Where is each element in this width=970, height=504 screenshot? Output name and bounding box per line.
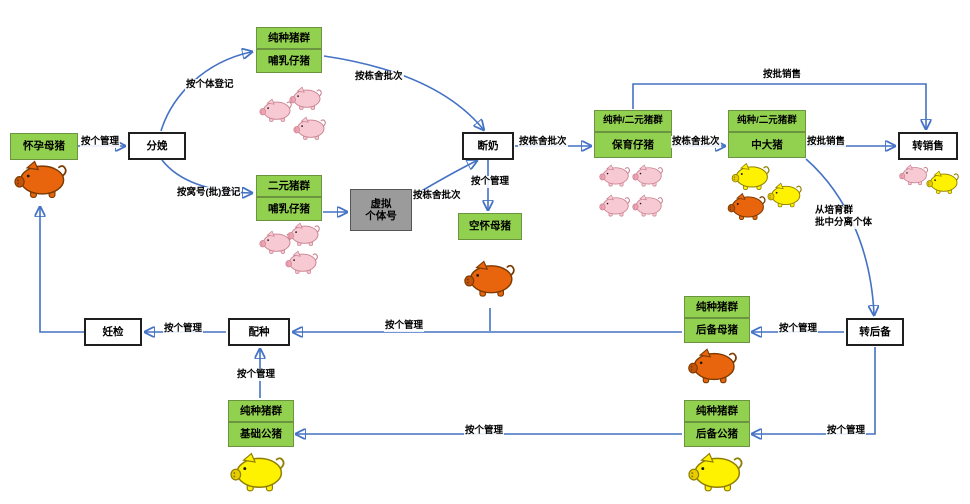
node-mixed-herd-nursery-label: 纯种/二元猪群 bbox=[603, 114, 663, 126]
node-pregnancy-check-label: 妊检 bbox=[102, 325, 124, 338]
edge-label-manage-by-individual: 按个管理 bbox=[778, 323, 819, 335]
flow-arrow bbox=[753, 347, 876, 434]
node-grower-pigs: 中大猪 bbox=[728, 132, 806, 158]
node-base-boars-label: 基础公猪 bbox=[240, 428, 282, 441]
node-to-sale: 转销售 bbox=[898, 132, 958, 160]
edge-label-manage-by-individual: 按个管理 bbox=[80, 136, 121, 148]
edge-label-by-barn-batch: 按栋舍批次 bbox=[412, 190, 462, 202]
node-to-reserve: 转后备 bbox=[846, 318, 904, 346]
piglet-icon bbox=[258, 97, 294, 123]
flow-arrow bbox=[160, 52, 251, 132]
node-mixed-herd-grower: 纯种/二元猪群 bbox=[728, 110, 806, 132]
node-mixed-herd-grower-label: 纯种/二元猪群 bbox=[737, 114, 797, 126]
node-virtual-id: 虚拟 个体号 bbox=[350, 189, 412, 231]
node-purebred-herd-top-label: 纯种猪群 bbox=[268, 31, 310, 44]
sale-pig-icon bbox=[898, 163, 930, 186]
node-pregnant-sow-label: 怀孕母猪 bbox=[23, 140, 65, 153]
edge-label-manage-by-individual: 按个管理 bbox=[163, 323, 204, 335]
piglet-icon bbox=[631, 163, 665, 187]
node-breeding: 配种 bbox=[228, 318, 290, 346]
edge-label-by-barn-batch: 按栋舍批次 bbox=[354, 71, 404, 83]
edge-label-manage-by-individual: 按个管理 bbox=[236, 369, 277, 381]
node-open-sow-label: 空怀母猪 bbox=[469, 220, 511, 233]
node-reserve-boars-label: 后备公猪 bbox=[696, 428, 738, 441]
grower-pig-icon bbox=[730, 161, 772, 191]
node-reserve-boar-herd: 纯种猪群 bbox=[684, 400, 750, 422]
grower-pig-icon bbox=[726, 191, 768, 221]
node-weaning-label: 断奶 bbox=[477, 139, 499, 152]
node-base-boar-herd: 纯种猪群 bbox=[228, 400, 294, 422]
edge-label-manage-by-individual: 按个管理 bbox=[826, 425, 867, 437]
node-breeding-label: 配种 bbox=[248, 325, 270, 338]
node-reserve-sows-label: 后备母猪 bbox=[696, 324, 738, 337]
node-open-sow: 空怀母猪 bbox=[458, 213, 522, 240]
node-grower-pigs-label: 中大猪 bbox=[751, 138, 783, 151]
edge-label-sell-by-batch: 按批销售 bbox=[806, 136, 847, 148]
sow-pig-icon bbox=[462, 258, 518, 298]
node-to-reserve-label: 转后备 bbox=[859, 325, 891, 338]
node-suckling-piglets-purebred: 哺乳仔猪 bbox=[256, 49, 322, 73]
edge-label-separate-line2: 批中分离个体 bbox=[815, 216, 873, 228]
sale-pig-icon bbox=[925, 169, 961, 195]
node-base-boars: 基础公猪 bbox=[228, 422, 294, 447]
node-nursery-piglets: 保育仔猪 bbox=[594, 132, 672, 158]
edge-label-manage-by-individual: 按个管理 bbox=[464, 425, 505, 437]
node-farrowing-label: 分娩 bbox=[146, 139, 168, 152]
flow-arrow bbox=[632, 83, 926, 128]
boar-pig-icon bbox=[686, 450, 746, 493]
edge-label-register-by-individual: 按个体登记 bbox=[185, 79, 235, 91]
piglet-icon bbox=[286, 221, 322, 247]
edge-label-by-barn-batch: 按栋舍批次 bbox=[518, 136, 568, 148]
edge-label-separate-line1: 从培育群 bbox=[815, 205, 854, 216]
piglet-icon bbox=[284, 249, 320, 275]
node-purebred-herd-top: 纯种猪群 bbox=[256, 27, 322, 49]
sow-pig-icon bbox=[686, 346, 740, 385]
node-suckling-piglets-binary: 哺乳仔猪 bbox=[256, 197, 322, 221]
edge-label-by-barn-batch: 按栋舍批次 bbox=[671, 136, 721, 148]
piglet-icon bbox=[598, 193, 632, 217]
edge-label-separate-from-batch: 从培育群 批中分离个体 bbox=[814, 205, 888, 229]
grower-pig-icon bbox=[766, 181, 804, 208]
node-reserve-sow-herd: 纯种猪群 bbox=[684, 296, 750, 318]
flow-arrow bbox=[323, 55, 483, 129]
node-reserve-sows: 后备母猪 bbox=[684, 318, 750, 343]
node-pregnancy-check: 妊检 bbox=[84, 318, 142, 346]
piglet-icon bbox=[258, 229, 294, 255]
piglet-icon bbox=[631, 193, 665, 217]
node-suckling-piglets-binary-label: 哺乳仔猪 bbox=[268, 202, 310, 215]
node-weaning: 断奶 bbox=[462, 132, 514, 160]
flow-arrow bbox=[805, 158, 874, 314]
node-virtual-id-line1: 虚拟 bbox=[370, 197, 392, 210]
edge-label-sell-by-batch: 按批销售 bbox=[762, 69, 803, 81]
node-nursery-piglets-label: 保育仔猪 bbox=[612, 138, 654, 151]
flow-arrow bbox=[40, 208, 84, 333]
node-reserve-sow-herd-label: 纯种猪群 bbox=[696, 300, 738, 313]
node-pregnant-sow: 怀孕母猪 bbox=[10, 133, 78, 160]
piglet-icon bbox=[292, 115, 328, 141]
node-farrowing: 分娩 bbox=[128, 132, 186, 160]
node-mixed-herd-nursery: 纯种/二元猪群 bbox=[594, 110, 672, 132]
node-binary-herd-label: 二元猪群 bbox=[268, 179, 310, 192]
sow-pig-icon bbox=[12, 158, 70, 200]
node-base-boar-herd-label: 纯种猪群 bbox=[240, 404, 282, 417]
piglet-icon bbox=[288, 85, 324, 111]
edge-label-register-by-litter: 按窝号(批)登记 bbox=[176, 187, 242, 199]
node-virtual-id-line2: 个体号 bbox=[365, 210, 397, 222]
node-suckling-piglets-purebred-label: 哺乳仔猪 bbox=[268, 54, 310, 67]
node-to-sale-label: 转销售 bbox=[912, 139, 944, 152]
edge-label-manage-by-individual: 按个管理 bbox=[384, 320, 425, 332]
node-reserve-boars: 后备公猪 bbox=[684, 422, 750, 447]
node-reserve-boar-herd-label: 纯种猪群 bbox=[696, 404, 738, 417]
boar-pig-icon bbox=[228, 450, 288, 493]
node-binary-herd: 二元猪群 bbox=[256, 175, 322, 197]
piglet-icon bbox=[598, 163, 632, 187]
edge-label-manage-by-individual: 按个管理 bbox=[470, 176, 511, 188]
